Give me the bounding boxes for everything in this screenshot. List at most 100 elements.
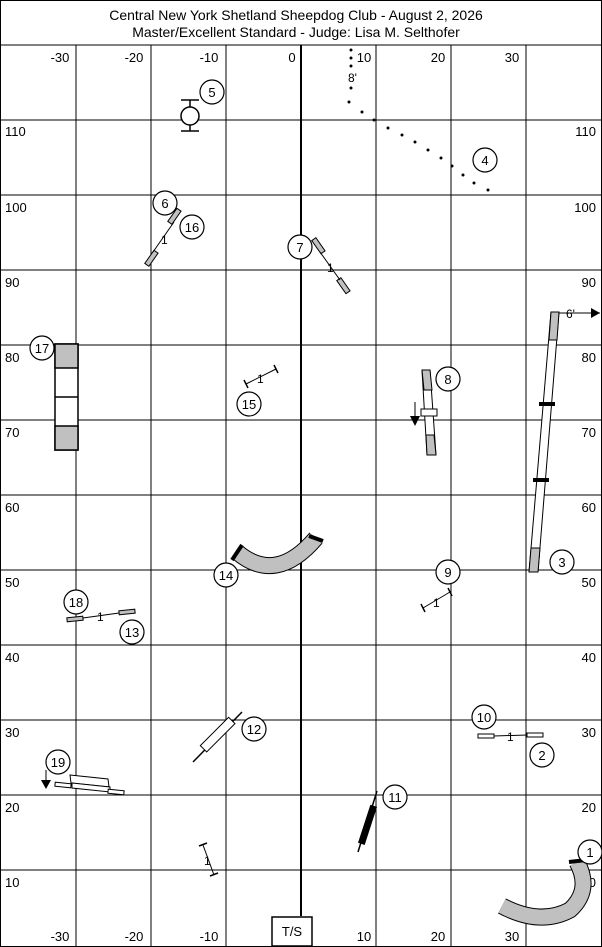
number-marker-18: 18: [63, 589, 89, 615]
course-title: Central New York Shetland Sheepdog Club …: [109, 7, 483, 23]
tick-label: 20: [431, 929, 445, 944]
tick-label: -30: [51, 50, 70, 65]
tick-label: 30: [582, 725, 596, 740]
svg-text:2: 2: [538, 748, 545, 763]
tick-label: -30: [51, 929, 70, 944]
distance-label: 6': [566, 307, 575, 321]
top-x-axis-labels: -30 -20 -10 0 10 20 30: [51, 50, 520, 65]
svg-text:10: 10: [477, 710, 491, 725]
number-marker-19: 19: [45, 749, 71, 775]
tick-label: 20: [5, 800, 19, 815]
svg-text:13: 13: [125, 625, 139, 640]
start-box: T/S: [271, 916, 313, 947]
tick-label: 90: [5, 275, 19, 290]
left-y-axis-labels: 110 100 90 80 70 60 50 40 30 20 10: [5, 124, 27, 890]
number-marker-16: 16: [179, 214, 205, 240]
jump-obstacle: 1: [198, 842, 219, 877]
tick-label: 80: [5, 350, 19, 365]
svg-text:17: 17: [35, 341, 49, 356]
broad-jump-obstacle: [41, 770, 125, 796]
aframe-obstacle: [54, 343, 79, 451]
tick-label: 100: [574, 200, 596, 215]
tick-label: -20: [125, 50, 144, 65]
svg-text:8: 8: [444, 372, 451, 387]
tick-label: -20: [125, 929, 144, 944]
teeter-obstacle: [410, 369, 438, 456]
jump-obstacle: 1: [66, 608, 136, 624]
black-jump-obstacle: [357, 790, 378, 853]
grid: [0, 45, 602, 947]
bar-count-label: 1: [433, 596, 440, 610]
obstacle-number-markers: 5 4 6 16 7 17 8 15 3 9 14 18 13 10 12 2 …: [29, 79, 602, 865]
number-marker-17: 17: [29, 335, 55, 361]
number-marker-1: 1: [577, 839, 602, 865]
tick-label: 70: [5, 425, 19, 440]
tick-label: 10: [357, 50, 371, 65]
svg-text:19: 19: [51, 755, 65, 770]
bar-count-label: 1: [97, 610, 104, 624]
svg-text:16: 16: [185, 220, 199, 235]
number-marker-14: 14: [213, 562, 239, 588]
tunnel-obstacle: [498, 857, 592, 926]
svg-text:1: 1: [586, 845, 593, 860]
number-marker-15: 15: [236, 391, 262, 417]
bar-count-label: 1: [257, 372, 264, 386]
tick-label: 20: [582, 800, 596, 815]
number-marker-13: 13: [119, 619, 145, 645]
tick-label: 60: [5, 500, 19, 515]
number-marker-10: 10: [471, 704, 497, 730]
tick-label: 30: [5, 725, 19, 740]
tick-label: 110: [575, 124, 596, 139]
distance-label: 8': [348, 71, 357, 85]
svg-text:15: 15: [242, 397, 256, 412]
svg-text:3: 3: [558, 555, 565, 570]
number-marker-12: 12: [241, 716, 267, 742]
svg-text:14: 14: [219, 568, 233, 583]
tick-label: 50: [582, 575, 596, 590]
number-marker-5: 5: [199, 79, 225, 105]
svg-text:7: 7: [296, 240, 303, 255]
tick-label: 10: [357, 929, 371, 944]
tick-label: -10: [200, 929, 219, 944]
right-y-axis-labels: 110 100 90 80 70 60 50 40 30 20 10: [574, 124, 596, 890]
tick-label: 10: [5, 875, 19, 890]
number-marker-8: 8: [435, 366, 461, 392]
svg-text:18: 18: [69, 595, 83, 610]
jump-obstacle: 1: [311, 237, 351, 295]
tick-label: 70: [582, 425, 596, 440]
panel-jump-obstacle: [192, 711, 243, 763]
number-marker-2: 2: [529, 742, 555, 768]
tick-label: 20: [431, 50, 445, 65]
weave-poles-obstacle: 8': [347, 48, 490, 192]
bottom-x-axis-labels: -30 -20 -10 10 20 30: [51, 929, 520, 944]
tick-label: -10: [200, 50, 219, 65]
number-marker-7: 7: [287, 234, 313, 260]
svg-text:4: 4: [481, 153, 488, 168]
svg-text:11: 11: [388, 790, 402, 805]
tick-label: 60: [582, 500, 596, 515]
tick-label: 90: [582, 275, 596, 290]
bar-count-label: 1: [507, 730, 514, 744]
bar-count-label: 1: [161, 233, 168, 247]
svg-text:9: 9: [444, 565, 451, 580]
tick-label: 110: [5, 124, 26, 139]
tick-label: 50: [5, 575, 19, 590]
tunnel-obstacle: [230, 532, 324, 574]
tick-label: 30: [505, 50, 519, 65]
tick-label: 30: [505, 929, 519, 944]
tick-label: 40: [582, 650, 596, 665]
jump-obstacle: 1: [243, 364, 279, 389]
svg-text:5: 5: [208, 85, 215, 100]
jump-obstacle: 1: [477, 730, 544, 744]
svg-text:12: 12: [247, 722, 261, 737]
number-marker-11: 11: [382, 784, 408, 810]
start-label: T/S: [282, 924, 303, 939]
svg-text:6: 6: [161, 196, 168, 211]
tick-label: 100: [5, 200, 27, 215]
jump-obstacle: 1: [420, 587, 453, 613]
course-subtitle: Master/Excellent Standard - Judge: Lisa …: [132, 24, 460, 40]
number-marker-3: 3: [549, 549, 575, 575]
number-marker-9: 9: [435, 559, 461, 585]
tick-label: 40: [5, 650, 19, 665]
